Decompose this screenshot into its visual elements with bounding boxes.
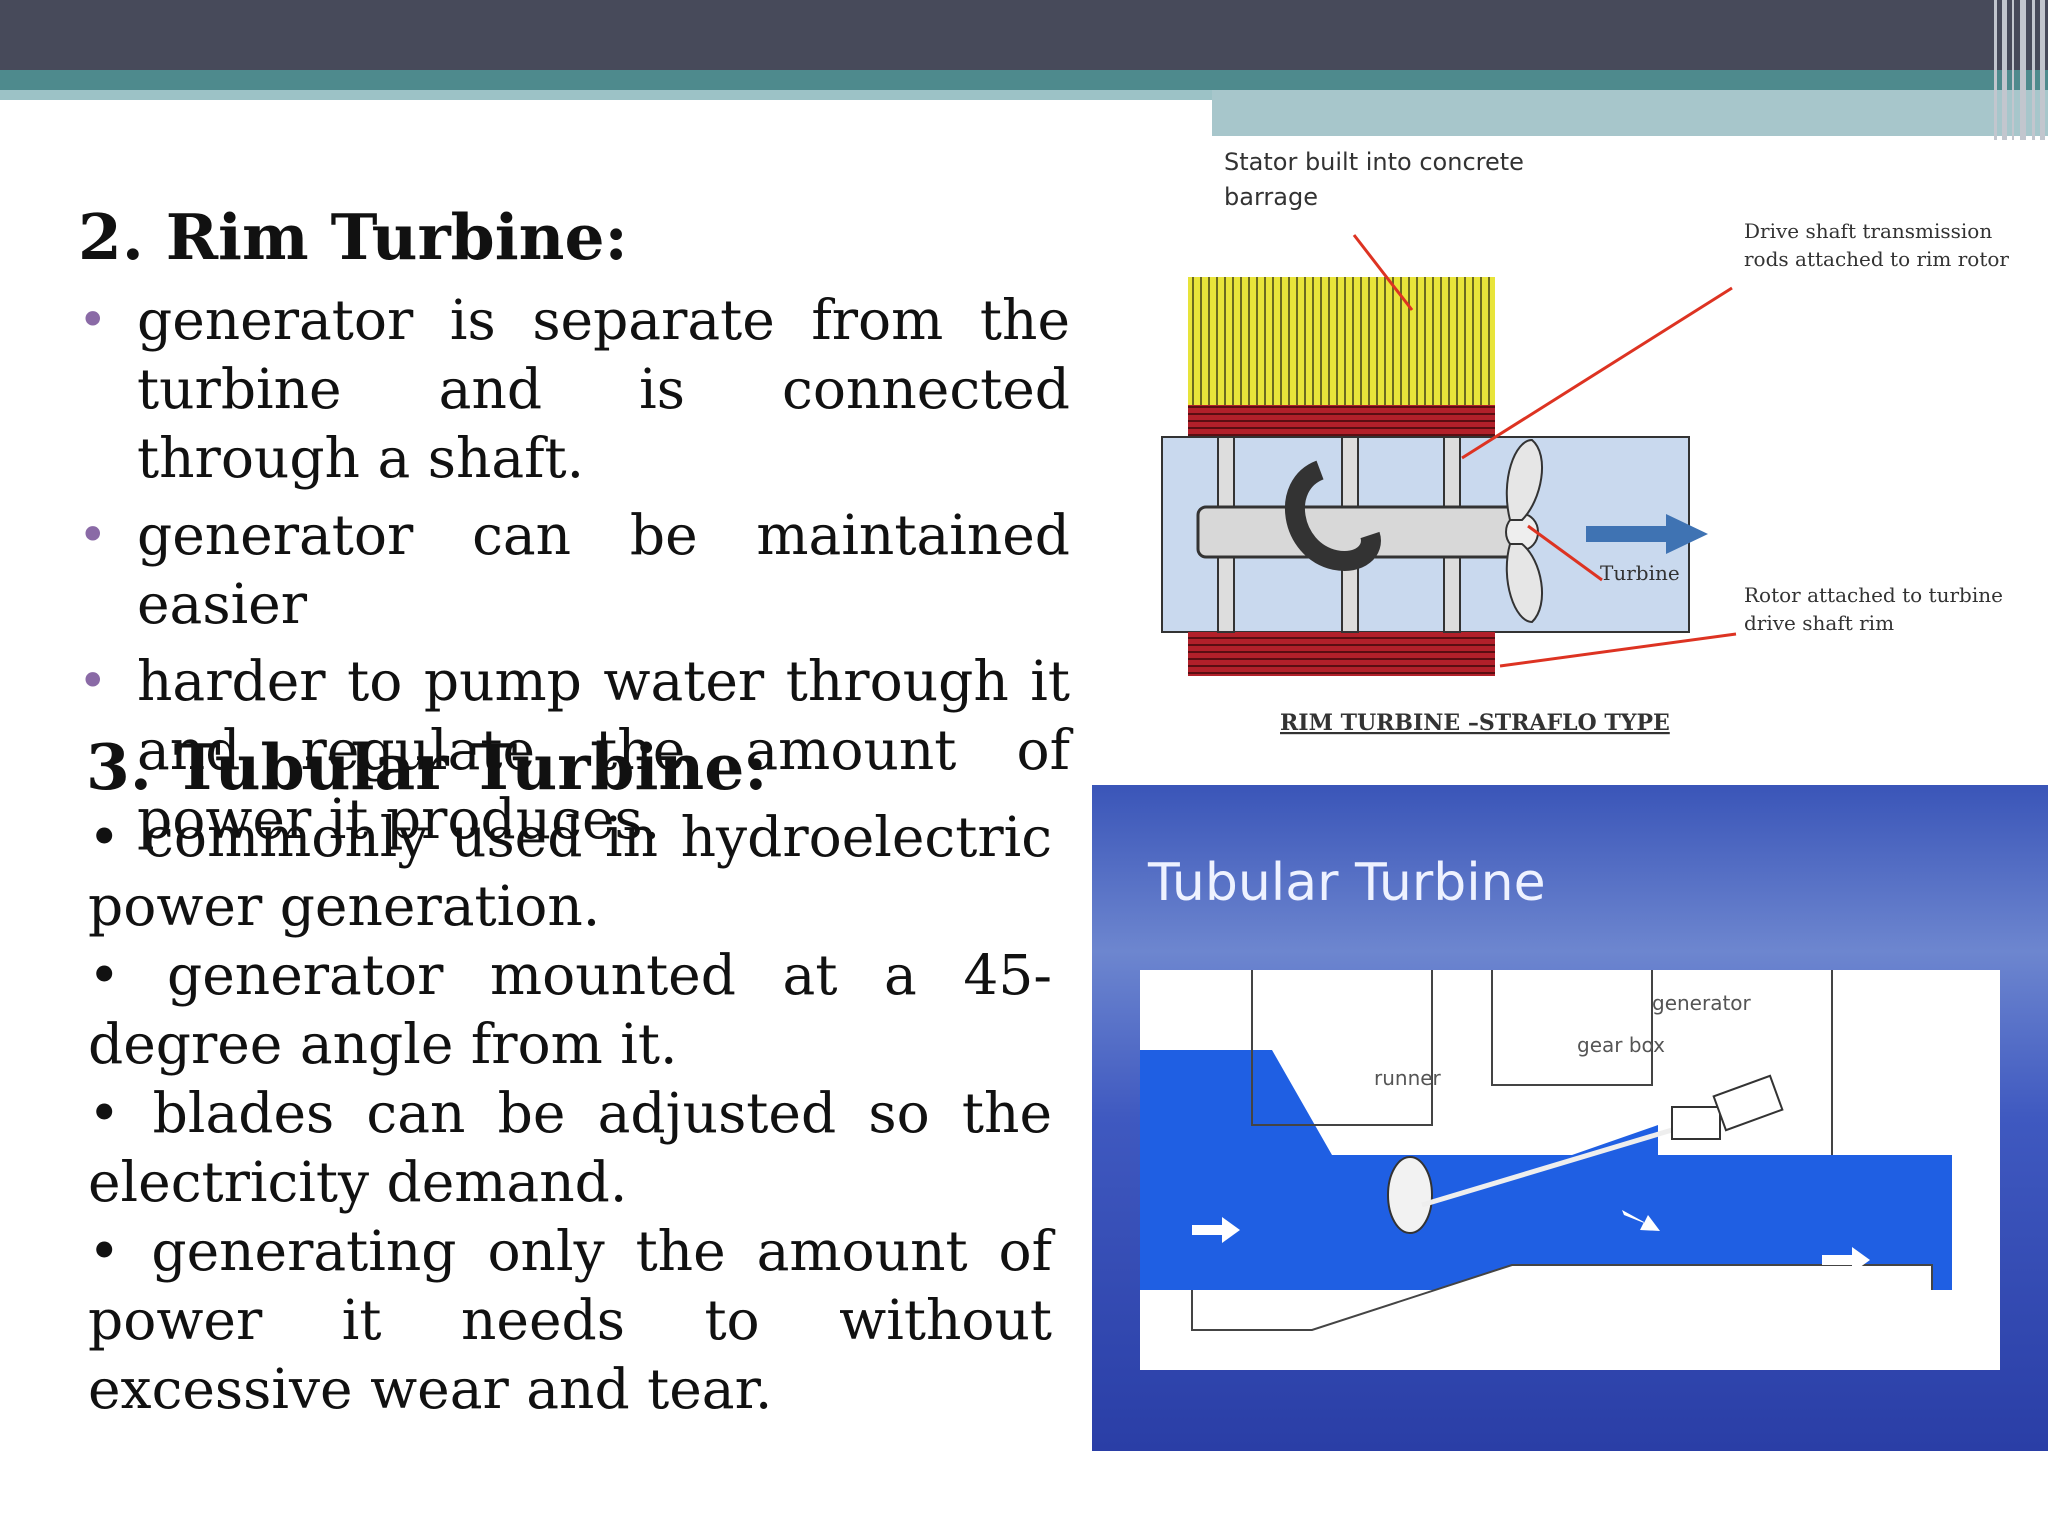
- figure-caption: RIM TURBINE –STRAFLO TYPE: [1280, 710, 1670, 736]
- powerhouse-structure: [1491, 970, 1653, 1086]
- runner-label: runner: [1374, 1066, 1442, 1090]
- header-panel: [1212, 90, 2048, 136]
- bullet-dot-icon: •: [78, 652, 108, 710]
- rotor-label-line2: drive shaft rim: [1744, 611, 1894, 635]
- light-band: [0, 90, 1212, 100]
- tubular-title: Tubular Turbine: [1147, 853, 1546, 913]
- list-item: • commonly used in hydroelectric power g…: [88, 805, 1052, 938]
- list-item: • generating only the amount of power it…: [88, 1219, 1052, 1421]
- bullet-dot-icon: •: [78, 291, 108, 349]
- section3-heading: 3. Tubular Turbine:: [86, 730, 768, 804]
- runner-shape: [1387, 1156, 1433, 1234]
- stator-label-line1: Stator built into concrete: [1224, 148, 1524, 176]
- rotor-rim-top: [1188, 405, 1495, 437]
- drive-shaft-label-line1: Drive shaft transmission: [1744, 219, 1992, 243]
- teal-band: [0, 70, 2048, 90]
- flow-arrow-icon: [1622, 1210, 1660, 1231]
- rotor-rim-bottom: [1188, 632, 1495, 676]
- tubular-turbine-figure: Tubular Turbine generator gear box runne…: [1092, 785, 2048, 1451]
- flow-arrow-icon: [1586, 514, 1708, 554]
- pointer-line: [1499, 632, 1737, 668]
- list-item: • generator mounted at a 45-degree angle…: [88, 943, 1052, 1076]
- floor-structure: [1191, 1264, 1933, 1331]
- section3-body: • commonly used in hydroelectric power g…: [88, 803, 1052, 1424]
- section2-body: •generator is separate from the turbine …: [78, 286, 1070, 854]
- tubular-turbine-diagram: Tubular Turbine generator gear box runne…: [1092, 785, 2048, 1451]
- list-item: •generator is separate from the turbine …: [78, 288, 1070, 490]
- gearbox-label: gear box: [1577, 1033, 1665, 1057]
- intake-structure: [1251, 970, 1433, 1126]
- drive-shaft-label-line2: rods attached to rim rotor: [1744, 247, 2009, 271]
- list-item: • blades can be adjusted so the electric…: [88, 1081, 1052, 1214]
- flow-arrow-icon: [1192, 1217, 1240, 1243]
- rotor-label-line1: Rotor attached to turbine: [1744, 583, 2003, 607]
- turbine-shaft: [1421, 1127, 1673, 1208]
- section2-heading: 2. Rim Turbine:: [78, 200, 628, 274]
- rotation-arrow-icon: [1285, 460, 1381, 571]
- turbine-label: Turbine: [1600, 561, 1680, 585]
- generator-shape: [1712, 1074, 1784, 1132]
- stator-block: [1188, 277, 1495, 405]
- pointer-line: [1527, 524, 1603, 582]
- section2-list: •generator is separate from the turbine …: [78, 286, 1070, 854]
- bullet-dot-icon: •: [78, 506, 108, 564]
- list-item: •generator can be maintained easier: [78, 503, 1070, 636]
- stator-label-line2: barrage: [1224, 183, 1318, 211]
- pointer-line: [1352, 234, 1414, 311]
- top-bar: [0, 0, 2048, 70]
- rim-turbine-diagram: Stator built into concrete barrage Drive…: [1161, 148, 2009, 736]
- pointer-line: [1461, 286, 1733, 460]
- gearbox-shape: [1671, 1106, 1721, 1140]
- propeller-blade: [1505, 543, 1544, 624]
- rim-turbine-figure: Stator built into concrete barrage Drive…: [1160, 140, 2010, 750]
- corner-stripes: [1990, 0, 2048, 140]
- generator-label: generator: [1652, 991, 1752, 1015]
- propeller-blade: [1505, 438, 1544, 521]
- list-item: •harder to pump water through it and reg…: [78, 649, 1070, 851]
- flow-arrow-icon: [1822, 1247, 1870, 1273]
